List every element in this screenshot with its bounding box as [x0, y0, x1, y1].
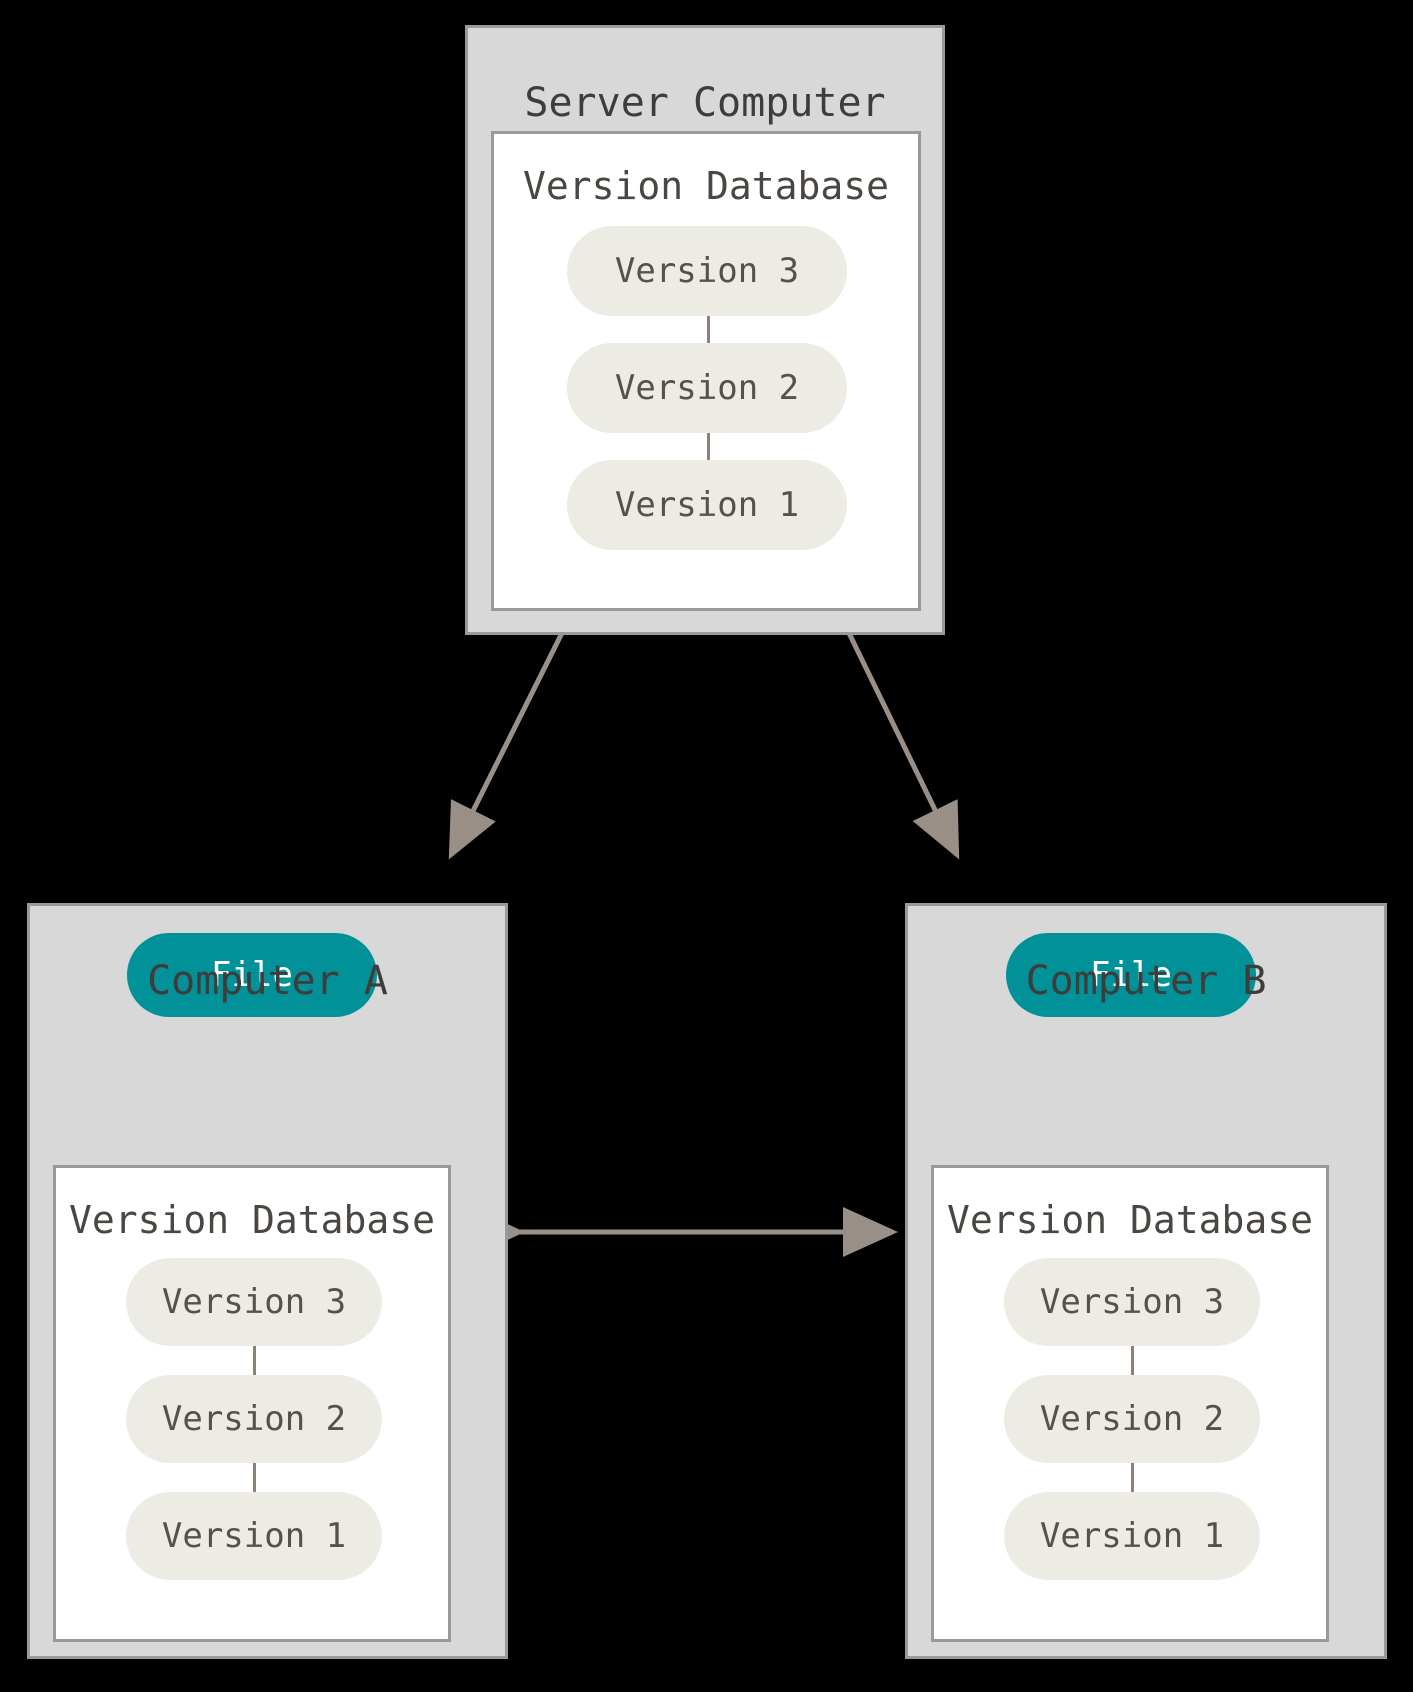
- server-version-pill-1[interactable]: Version 1: [567, 460, 847, 550]
- computer-b-version-database-panel[interactable]: Version Database Version 3 Version 2 Ver…: [931, 1165, 1329, 1642]
- computer-b-file-pill[interactable]: File: [1006, 933, 1256, 1017]
- server-version-database-panel[interactable]: Version Database Version 3 Version 2 Ver…: [491, 131, 921, 611]
- server-version-label-2: Version 2: [614, 368, 800, 408]
- computer-a-version-label-1: Version 1: [161, 1516, 347, 1556]
- computer-a-version-pill-2[interactable]: Version 2: [126, 1375, 382, 1463]
- server-version-pill-3[interactable]: Version 3: [567, 226, 847, 316]
- version-connector-a-2-1: [253, 1463, 256, 1503]
- server-version-label-1: Version 1: [614, 485, 800, 525]
- computer-a-file-pill[interactable]: File: [127, 933, 377, 1017]
- arrow-server-to-computer-a: [448, 575, 608, 860]
- computer-a-title-overlay: Computer A: [147, 958, 388, 1004]
- computer-a-version-label-3: Version 3: [161, 1282, 347, 1322]
- computer-b-version-label-1: Version 1: [1039, 1516, 1225, 1556]
- computer-a-version-label-2: Version 2: [161, 1399, 347, 1439]
- computer-a-version-pill-1[interactable]: Version 1: [126, 1492, 382, 1580]
- computer-b-version-label-3: Version 3: [1039, 1282, 1225, 1322]
- version-connector-b-2-1: [1131, 1463, 1134, 1503]
- server-version-label-3: Version 3: [614, 251, 800, 291]
- server-computer-title: Server Computer: [524, 80, 886, 126]
- computer-a-version-database-title: Version Database: [68, 1198, 436, 1242]
- computer-b-title-overlay: Computer B: [1025, 958, 1267, 1004]
- computer-b-version-pill-1[interactable]: Version 1: [1004, 1492, 1260, 1580]
- computer-b-version-database-title: Version Database: [946, 1198, 1314, 1242]
- server-version-database-title: Version Database: [522, 164, 890, 208]
- computer-b-file-label: File: [1090, 955, 1172, 995]
- server-computer-panel[interactable]: Server Computer Version Database Version…: [465, 25, 945, 635]
- computer-b-version-pill-3[interactable]: Version 3: [1004, 1258, 1260, 1346]
- arrow-server-to-computer-b: [803, 575, 960, 860]
- computer-a-panel[interactable]: Computer A File Version Database Version…: [27, 903, 508, 1659]
- version-connector-a-3-2: [253, 1346, 256, 1386]
- version-connector-b-3-2: [1131, 1346, 1134, 1386]
- computer-a-version-database-panel[interactable]: Version Database Version 3 Version 2 Ver…: [53, 1165, 451, 1642]
- computer-a-file-label: File: [211, 955, 293, 995]
- server-version-pill-2[interactable]: Version 2: [567, 343, 847, 433]
- computer-b-version-label-2: Version 2: [1039, 1399, 1225, 1439]
- computer-b-version-pill-2[interactable]: Version 2: [1004, 1375, 1260, 1463]
- version-connector-2-1: [707, 431, 710, 471]
- computer-b-panel[interactable]: File Version Database Version 3 Version …: [905, 903, 1387, 1659]
- computer-a-version-pill-3[interactable]: Version 3: [126, 1258, 382, 1346]
- version-connector-3-2: [707, 314, 710, 354]
